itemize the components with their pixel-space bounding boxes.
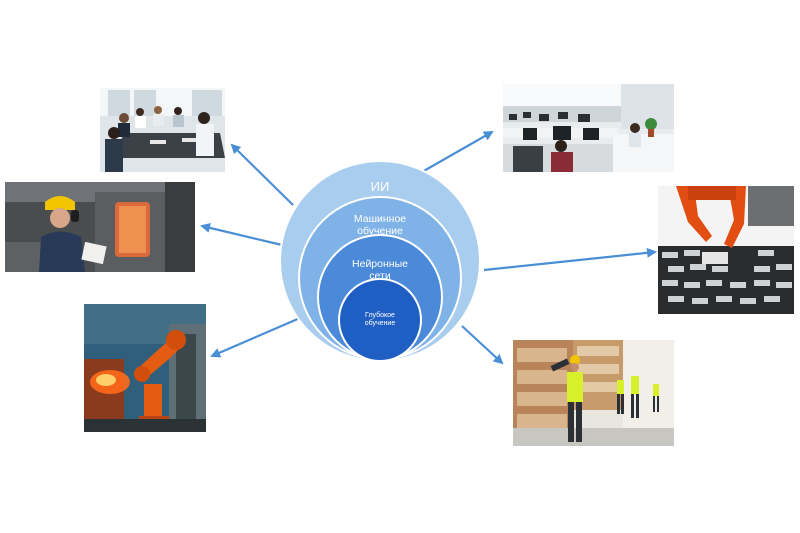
robot-welding-photo: [84, 304, 206, 432]
warehouse-photo: [513, 340, 674, 446]
arrows: [200, 131, 657, 365]
machine-learning-label: Машинное обучение: [353, 213, 407, 238]
arrow-to-worker: [200, 222, 283, 247]
arrow-to-open-office: [421, 131, 494, 173]
arrow-to-robot-welding: [210, 316, 301, 358]
neural-networks-label: Нейронные сети: [352, 258, 408, 283]
deep-learning-label: Глубокое обучение: [364, 312, 396, 328]
arrow-to-warehouse: [461, 325, 504, 365]
worker-photo: [5, 182, 195, 272]
ai-label: ИИ: [370, 179, 390, 194]
arrow-to-meeting: [230, 143, 294, 206]
deep-learning-circle: [338, 278, 422, 362]
arrow-to-robot-gripper: [483, 247, 657, 272]
open-office-photo: [503, 84, 674, 172]
meeting-photo: [100, 88, 225, 172]
robot-gripper-photo: [658, 186, 794, 314]
